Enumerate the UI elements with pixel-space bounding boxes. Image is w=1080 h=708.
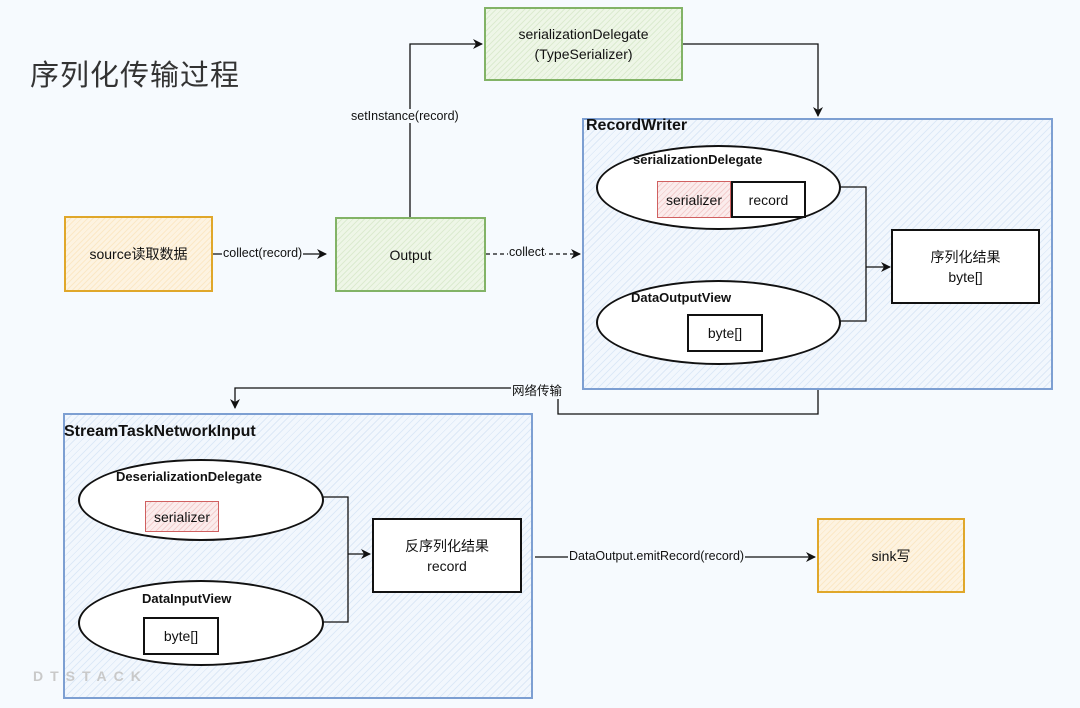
serialization-result-line2: byte[] [948, 268, 983, 285]
emit-record-label: DataOutput.emitRecord(record) [568, 549, 746, 563]
writer-record-label: record [748, 191, 789, 208]
source-node-label: source读取数据 [89, 246, 188, 262]
reader-serializer-field[interactable]: serializer [145, 501, 219, 532]
record-writer-title: RecordWriter [586, 117, 688, 134]
output-node-label: Output [389, 246, 432, 263]
source-node[interactable]: source读取数据 [64, 216, 213, 292]
set-instance-label: setInstance(record) [350, 109, 460, 123]
data-output-view-title: DataOutputView [631, 290, 732, 305]
data-input-view-title: DataInputView [142, 591, 232, 606]
output-view-byte-label: byte[] [707, 325, 743, 341]
serialization-result-box[interactable]: 序列化结果 byte[] [891, 229, 1040, 304]
input-view-byte-field[interactable]: byte[] [143, 617, 219, 655]
sink-node-label: sink写 [871, 547, 911, 564]
output-node[interactable]: Output [335, 217, 486, 292]
deserialization-result-line2: record [427, 557, 467, 574]
network-transfer-label: 网络传输 [511, 380, 564, 399]
collect-record-label: collect(record) [222, 246, 304, 260]
deserialization-delegate-title: DeserializationDelegate [116, 469, 262, 484]
serialization-delegate-node[interactable]: serializationDelegate (TypeSerializer) [484, 7, 683, 81]
collect-label: collect [508, 245, 546, 259]
stream-task-network-input-title: StreamTaskNetworkInput [64, 423, 256, 440]
writer-serializer-field[interactable]: serializer [657, 181, 731, 218]
writer-serializer-label: serializer [665, 191, 722, 208]
edge-set-instance [409, 39, 483, 217]
edge-delegate-to-writer [683, 43, 823, 117]
serialization-delegate-ellipse-title: serializationDelegate [633, 152, 763, 167]
deserialization-delegate-ellipse[interactable] [78, 459, 324, 541]
sink-node[interactable]: sink写 [817, 518, 965, 593]
serialization-delegate-node-label: serializationDelegate (TypeSerializer) [518, 26, 649, 62]
deserialization-result-line1: 反序列化结果 [405, 537, 489, 554]
serialization-result-line1: 序列化结果 [930, 248, 1001, 265]
output-view-byte-field[interactable]: byte[] [687, 314, 763, 352]
diagram-title: 序列化传输过程 [30, 58, 241, 92]
watermark-logo: DTSTACK [33, 668, 148, 684]
input-view-byte-label: byte[] [163, 628, 199, 644]
edge-network [557, 390, 819, 415]
deserialization-result-box[interactable]: 反序列化结果 record [372, 518, 522, 593]
reader-serializer-label: serializer [153, 508, 210, 525]
writer-record-field[interactable]: record [731, 181, 806, 218]
